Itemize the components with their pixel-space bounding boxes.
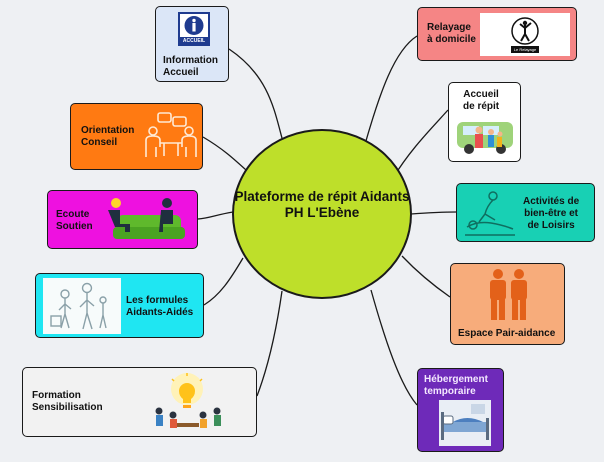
connector-hebergement xyxy=(370,289,418,406)
node-formation-sensibilisation: Formation Sensibilisation xyxy=(22,367,257,437)
node-label: Espace Pair-aidance xyxy=(458,328,556,339)
connector-formation xyxy=(256,290,283,397)
node-information-accueil: ACCUEIL Information Accueil xyxy=(155,6,229,82)
node-ecoute-soutien: Ecoute Soutien xyxy=(47,190,198,249)
meeting-icon xyxy=(143,111,199,167)
node-label: Les formules Aidants-Aidés xyxy=(126,295,194,318)
connector-activites xyxy=(410,211,457,215)
node-orientation-conseil: Orientation Conseil xyxy=(70,103,203,170)
connector-relayage xyxy=(361,35,418,156)
peers-icon xyxy=(484,268,532,326)
connector-accueil-repit xyxy=(392,109,449,179)
node-label: Activités de bien-être et de Loisirs xyxy=(523,196,580,231)
node-relayage-domicile: Relayage à domicile Le Relayage xyxy=(417,7,577,61)
node-label: Accueil de répit xyxy=(463,89,500,112)
node-label: Orientation Conseil xyxy=(81,125,135,148)
node-espace-pair-aidance: Espace Pair-aidance xyxy=(450,263,565,345)
listening-icon xyxy=(103,197,193,249)
node-formules-aidants-aides: Les formules Aidants-Aidés xyxy=(35,273,204,338)
info-icon: ACCUEIL xyxy=(178,12,210,46)
node-accueil-repit: Accueil de répit xyxy=(448,82,521,162)
connector-ecoute xyxy=(197,211,234,220)
connector-formules xyxy=(203,257,244,306)
node-hebergement-temporaire: Hébergement temporaire xyxy=(417,368,504,452)
node-label: Formation Sensibilisation xyxy=(32,390,103,413)
relayage-logo-icon: Le Relayage xyxy=(480,13,570,56)
van-icon xyxy=(455,114,515,162)
node-label: Information Accueil xyxy=(163,55,218,78)
bed-icon xyxy=(439,400,491,450)
family-walk-icon xyxy=(43,278,121,338)
training-icon xyxy=(123,371,251,437)
massage-icon xyxy=(463,189,517,241)
node-label: Ecoute Soutien xyxy=(56,209,93,232)
node-activites-bien-etre: Activités de bien-être et de Loisirs xyxy=(456,183,595,242)
relayage-logo-caption: Le Relayage xyxy=(513,47,537,52)
connector-pair-aidance xyxy=(401,255,451,298)
node-label: Relayage à domicile xyxy=(427,22,476,45)
info-icon-caption: ACCUEIL xyxy=(182,38,206,44)
central-node-label: Plateforme de répit Aidants PH L'Ebène xyxy=(234,189,410,220)
node-label: Hébergement temporaire xyxy=(424,374,488,397)
central-node: Plateforme de répit Aidants PH L'Ebène xyxy=(232,129,412,299)
